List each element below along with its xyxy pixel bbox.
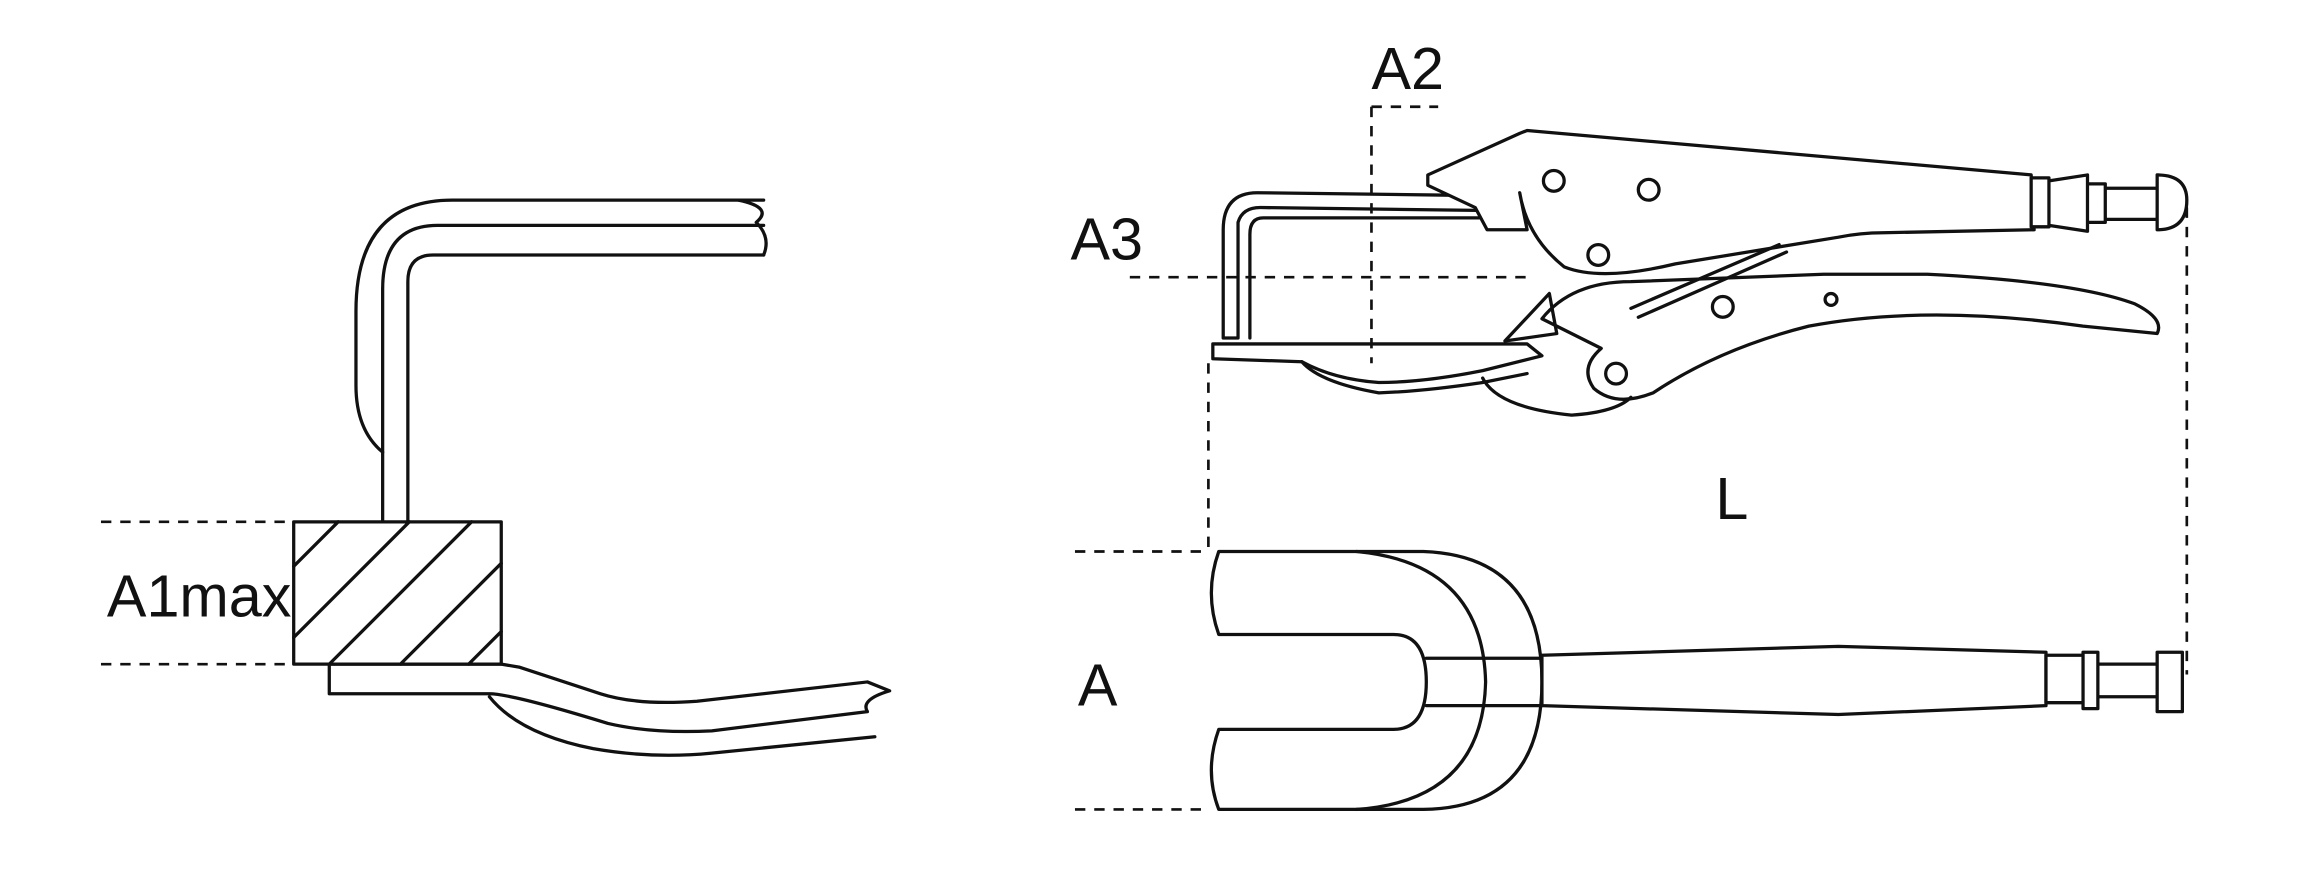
jaw-detail-view: A1max xyxy=(100,198,892,757)
upper-handle xyxy=(1426,128,2036,276)
label-a3: A3 xyxy=(1071,205,1144,272)
upper-jaw-inner xyxy=(406,253,766,524)
label-a: A xyxy=(1078,652,1118,719)
spring xyxy=(1629,242,1789,319)
upper-jaw xyxy=(1221,191,1489,340)
lower-jaw-skin xyxy=(487,695,877,757)
upper-jaw-outer xyxy=(354,198,766,454)
pliers-top-view xyxy=(1209,549,2185,812)
fork-jaw xyxy=(1209,549,1544,812)
label-a2: A2 xyxy=(1371,35,1444,102)
lower-handle xyxy=(1540,272,2161,401)
upper-jaw-break xyxy=(736,198,768,257)
dimension-lines xyxy=(1074,105,2189,811)
upper-jaw-mid xyxy=(381,223,766,524)
lower-jaw xyxy=(327,662,892,734)
label-l: L xyxy=(1715,465,1748,532)
lower-jaw-side xyxy=(1211,342,1544,385)
adjusting-screw-top xyxy=(2029,173,2189,233)
workpiece-hatched xyxy=(292,520,503,666)
top-handle xyxy=(1540,644,2048,717)
pliers-side-view xyxy=(1211,128,2189,417)
adjusting-screw-bottom xyxy=(2044,650,2185,714)
label-a1max: A1max xyxy=(107,563,292,630)
